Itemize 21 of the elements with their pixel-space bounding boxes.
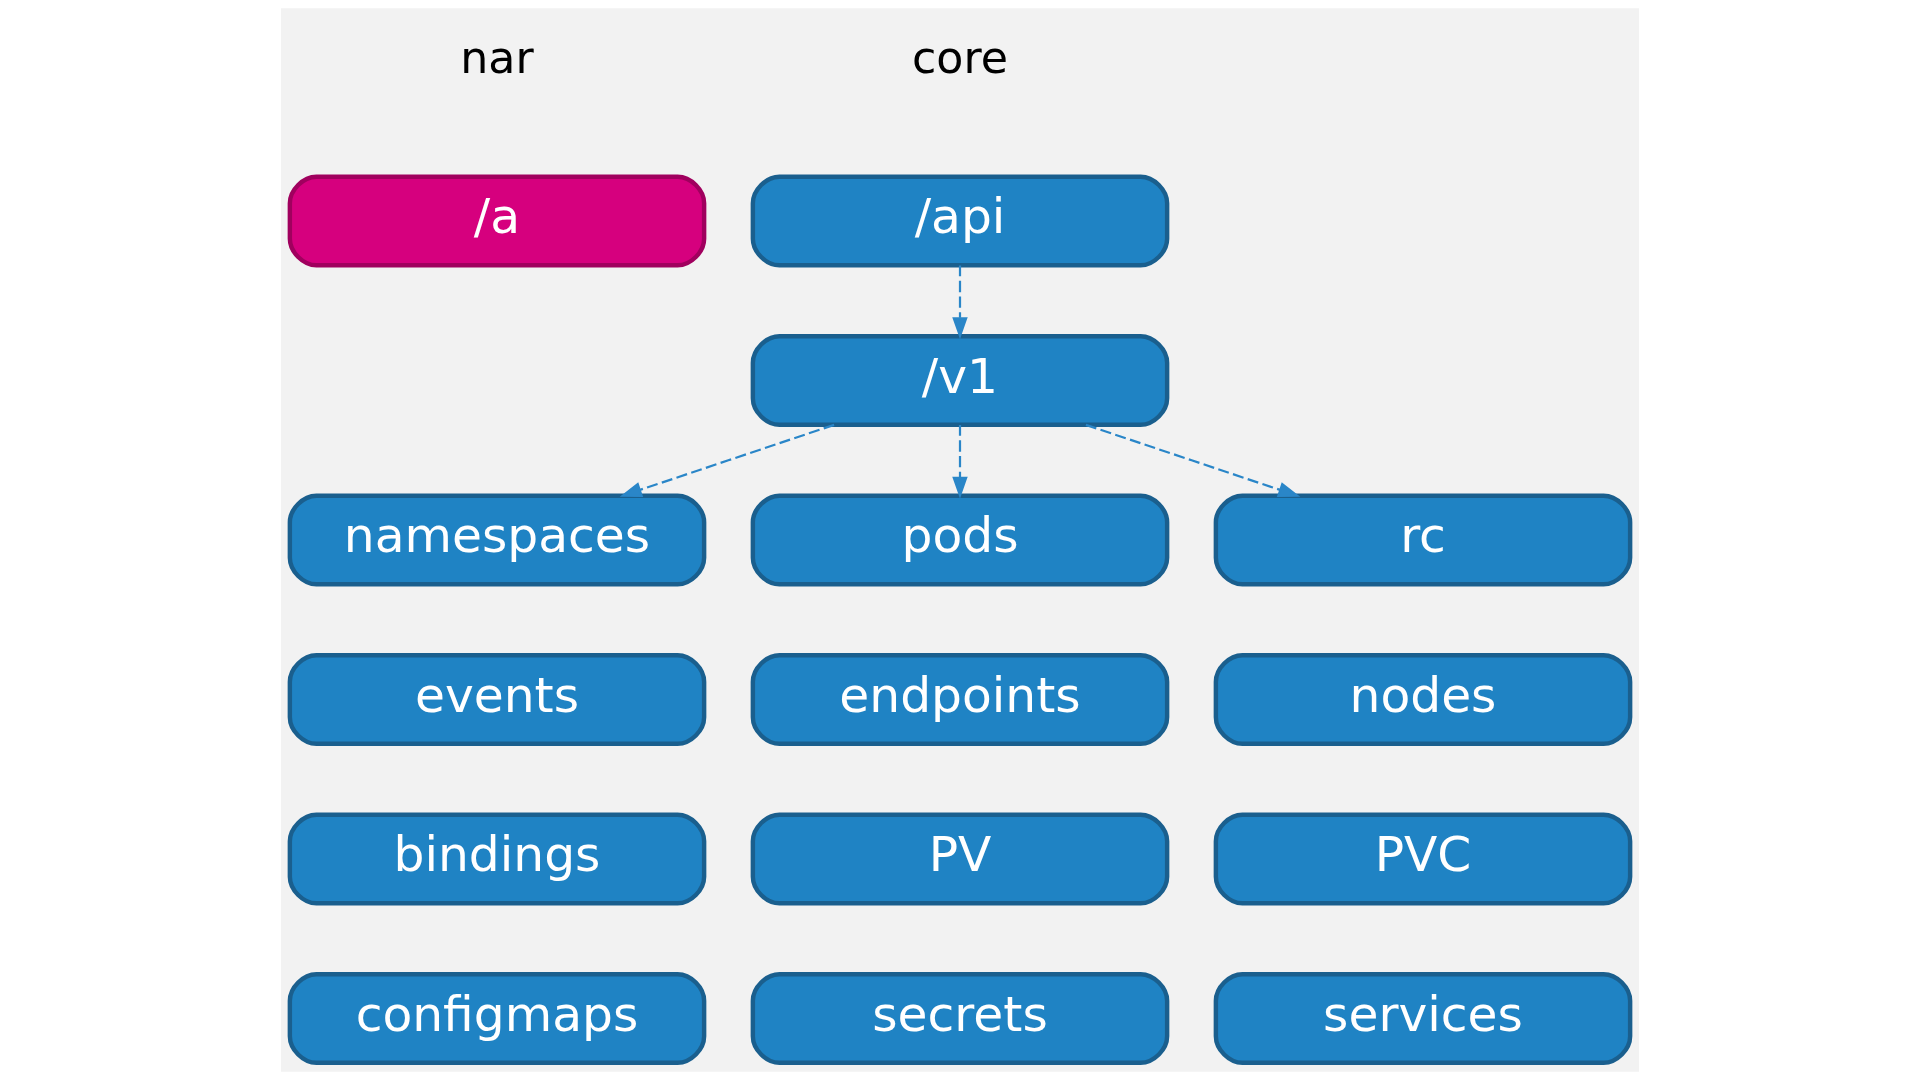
node-label: nar xyxy=(460,31,534,83)
arrow xyxy=(952,265,968,340)
node-box: events xyxy=(287,653,707,747)
node-box: secrets xyxy=(750,972,1170,1066)
node-box: endpoints xyxy=(750,653,1170,747)
node-box: services xyxy=(1213,972,1633,1066)
arrow xyxy=(952,425,968,499)
arrow xyxy=(619,423,835,497)
node-box: PVC xyxy=(1213,812,1633,906)
node-box: bindings xyxy=(287,812,707,906)
node-box: PV xyxy=(750,812,1170,906)
node-box: /v1 xyxy=(750,333,1170,427)
node-box: pods xyxy=(750,493,1170,587)
node-box: /api xyxy=(750,174,1170,268)
node-box: nodes xyxy=(1213,653,1633,747)
node-box: rc xyxy=(1213,493,1633,587)
arrow xyxy=(1085,423,1301,497)
node-label: core xyxy=(912,31,1008,83)
node-box: /a xyxy=(287,174,707,268)
node-box: configmaps xyxy=(287,972,707,1066)
node-box: namespaces xyxy=(287,493,707,587)
